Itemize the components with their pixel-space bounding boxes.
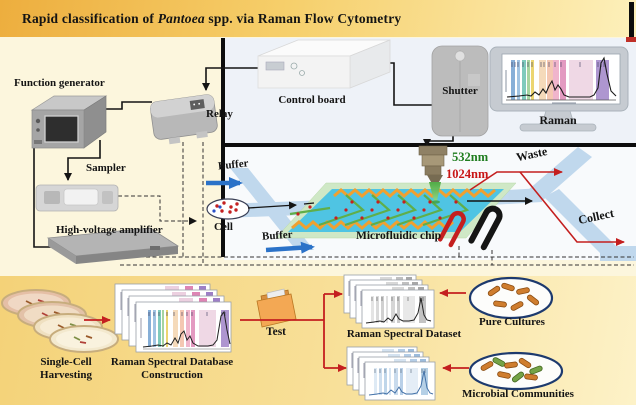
dataset-stack-gray	[343, 274, 435, 329]
sampler-device	[35, 184, 119, 212]
border-strip	[629, 2, 634, 37]
function-generator-device	[30, 95, 108, 149]
single-cell-harvesting-label: Single-Cell Harvesting	[40, 356, 92, 381]
sampler-label: Sampler	[86, 162, 126, 174]
waste-path-arrow	[469, 168, 563, 191]
control-board-device	[257, 39, 391, 89]
high-voltage-amplifier-label: High-voltage amplifier	[56, 224, 163, 236]
shutter-device	[431, 45, 489, 137]
workflow-arrows	[84, 289, 469, 372]
database-construction-label: Raman Spectral Database Construction	[110, 356, 234, 381]
cell-label: Cell	[214, 221, 233, 233]
high-voltage-amplifier-device	[46, 227, 180, 264]
test-label: Test	[265, 326, 287, 338]
shutter-label: Shutter	[442, 85, 478, 97]
flow-channels	[224, 147, 636, 261]
spectral-dataset-label: Raman Spectral Dataset	[346, 328, 462, 340]
raman-spectrum-screen	[511, 60, 609, 100]
control-board-label: Control board	[278, 94, 346, 106]
title-prefix: Rapid classification of	[22, 11, 158, 26]
function-generator-label: Function generator	[14, 77, 105, 89]
cell-sample	[206, 198, 250, 220]
cell-dots-on-chip	[296, 200, 458, 220]
collect-path-arrow	[519, 171, 625, 246]
microbial-communities-label: Microbial Communities	[462, 388, 574, 400]
title-italic: Pantoea	[157, 11, 205, 26]
spectral-database-stack	[114, 283, 232, 353]
corner-mark	[626, 37, 636, 42]
petri-dish-stack	[1, 289, 119, 353]
laser-1024nm-label: 1024nm	[446, 167, 489, 181]
microbial-communities-dish	[468, 351, 564, 391]
relay-label: Relay	[206, 108, 233, 120]
dataset-stack-blue	[346, 346, 436, 401]
relay-device	[150, 94, 218, 145]
flow-arrows	[206, 168, 625, 254]
buffer-bottom-arrow	[265, 241, 315, 254]
pure-cultures-dish	[468, 276, 554, 320]
title-suffix: spp. via Raman Flow Cytometry	[204, 11, 402, 26]
laser-532nm-label: 532nm	[452, 150, 489, 164]
electrode-red	[437, 210, 466, 248]
raman-monitor-label: Raman	[539, 113, 577, 127]
objective-lens	[418, 145, 448, 204]
raman-monitor	[489, 46, 629, 132]
electrode-black	[468, 205, 503, 251]
microfluidic-chip-label: Microfluidic chip	[356, 230, 442, 242]
laser-beam	[429, 182, 441, 201]
test-folder-icon	[256, 288, 297, 328]
page-title: Rapid classification of Pantoea spp. via…	[22, 0, 401, 37]
microfluidic-chip	[275, 182, 517, 239]
dashed-connections	[118, 142, 634, 266]
pure-cultures-label: Pure Cultures	[479, 316, 545, 328]
